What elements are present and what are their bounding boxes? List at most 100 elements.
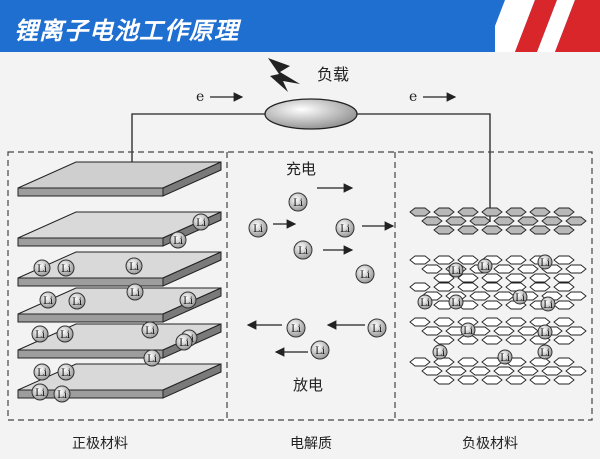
svg-text:Li: Li: [500, 353, 510, 364]
svg-text:Li: Li: [145, 326, 155, 337]
electron-flow-left: e: [196, 89, 244, 105]
lithium-ion: Li: [540, 296, 556, 312]
electron-label-left: e: [196, 89, 204, 105]
lithium-ion: Li: [367, 318, 387, 338]
svg-text:Li: Li: [293, 198, 303, 209]
electron-label-right: e: [409, 89, 417, 105]
lithium-ion: Li: [141, 321, 159, 339]
svg-text:Li: Li: [35, 330, 45, 341]
page-title: 锂离子电池工作原理: [14, 17, 239, 45]
lithium-ion: Li: [179, 291, 197, 309]
title-banner: 锂离子电池工作原理: [0, 0, 600, 52]
cathode-plate: [17, 211, 222, 247]
svg-text:Li: Li: [183, 296, 193, 307]
svg-text:Li: Li: [37, 368, 47, 379]
svg-text:Li: Li: [173, 236, 183, 247]
svg-text:Li: Li: [57, 390, 67, 401]
negative-material-label: 负极材料: [462, 436, 518, 452]
lithium-ion: Li: [460, 322, 476, 338]
svg-text:Li: Li: [147, 354, 157, 365]
svg-text:Li: Li: [196, 218, 206, 229]
lithium-ion: Li: [497, 349, 513, 365]
lightning-icon: [268, 58, 300, 92]
svg-text:Li: Li: [72, 297, 82, 308]
charge-label: 充电: [286, 160, 316, 178]
lithium-ion: Li: [310, 340, 330, 360]
svg-text:Li: Li: [435, 348, 445, 359]
lithium-ion: Li: [286, 318, 306, 338]
graphite-layer: [409, 255, 587, 283]
graphite-layer: [409, 357, 587, 385]
discharge-label: 放电: [293, 376, 323, 394]
graphite-layer: [409, 317, 587, 345]
svg-text:Li: Li: [543, 300, 553, 311]
cathode-plate: [17, 161, 222, 197]
svg-text:Li: Li: [372, 324, 382, 335]
svg-text:Li: Li: [515, 293, 525, 304]
svg-text:Li: Li: [340, 224, 350, 235]
lithium-ion: Li: [477, 258, 493, 274]
lithium-ion: Li: [143, 349, 161, 367]
lithium-ion: Li: [448, 294, 464, 310]
banner-stripes: [495, 0, 600, 52]
lithium-ion: Li: [33, 363, 51, 381]
lithium-ion: Li: [335, 218, 355, 238]
lithium-ion: Li: [248, 218, 268, 238]
svg-text:Li: Li: [130, 288, 140, 299]
svg-text:Li: Li: [43, 296, 53, 307]
lithium-ion: Li: [126, 283, 144, 301]
lithium-ion: Li: [68, 292, 86, 310]
svg-text:Li: Li: [179, 338, 189, 349]
positive-material-label: 正极材料: [72, 436, 128, 452]
graphite-layer: [409, 207, 587, 235]
lithium-ion: Li: [293, 240, 313, 260]
lithium-ion: Li: [56, 325, 74, 343]
lithium-ion: Li: [448, 262, 464, 278]
lithium-ion: Li: [355, 264, 375, 284]
svg-text:Li: Li: [253, 224, 263, 235]
load-resistor: [264, 98, 358, 130]
svg-text:Li: Li: [451, 266, 461, 277]
svg-text:Li: Li: [298, 246, 308, 257]
svg-text:Li: Li: [37, 264, 47, 275]
lithium-ion: Li: [512, 289, 528, 305]
lithium-ion: Li: [31, 383, 49, 401]
lithium-ion: Li: [125, 257, 143, 275]
lithium-ion: Li: [169, 231, 187, 249]
lithium-ion: Li: [192, 213, 210, 231]
lithium-ion: Li: [31, 325, 49, 343]
svg-text:Li: Li: [540, 258, 550, 269]
lithium-ion: Li: [432, 344, 448, 360]
svg-text:Li: Li: [291, 324, 301, 335]
lithium-ion: Li: [57, 259, 75, 277]
svg-text:Li: Li: [360, 270, 370, 281]
lithium-ion: Li: [537, 254, 553, 270]
svg-text:Li: Li: [129, 262, 139, 273]
cathode-plate: [17, 287, 222, 323]
svg-text:Li: Li: [35, 388, 45, 399]
lithium-ion: Li: [288, 192, 308, 212]
svg-text:Li: Li: [60, 330, 70, 341]
graphite-layer: [409, 282, 587, 310]
svg-text:Li: Li: [540, 348, 550, 359]
svg-text:Li: Li: [451, 298, 461, 309]
svg-text:Li: Li: [463, 326, 473, 337]
svg-text:Li: Li: [540, 328, 550, 339]
lithium-ion: Li: [417, 294, 433, 310]
svg-text:Li: Li: [420, 298, 430, 309]
lithium-ion: Li: [537, 344, 553, 360]
cell-frame: [7, 151, 593, 421]
lithium-ion: Li: [175, 333, 193, 351]
electron-flow-right: e: [409, 89, 457, 105]
lithium-ion: Li: [57, 363, 75, 381]
electrolyte-label: 电解质: [290, 436, 332, 452]
load-label: 负载: [317, 65, 349, 84]
svg-text:Li: Li: [480, 262, 490, 273]
lithium-ion: Li: [537, 324, 553, 340]
svg-text:Li: Li: [315, 346, 325, 357]
svg-text:Li: Li: [61, 368, 71, 379]
svg-text:Li: Li: [61, 264, 71, 275]
